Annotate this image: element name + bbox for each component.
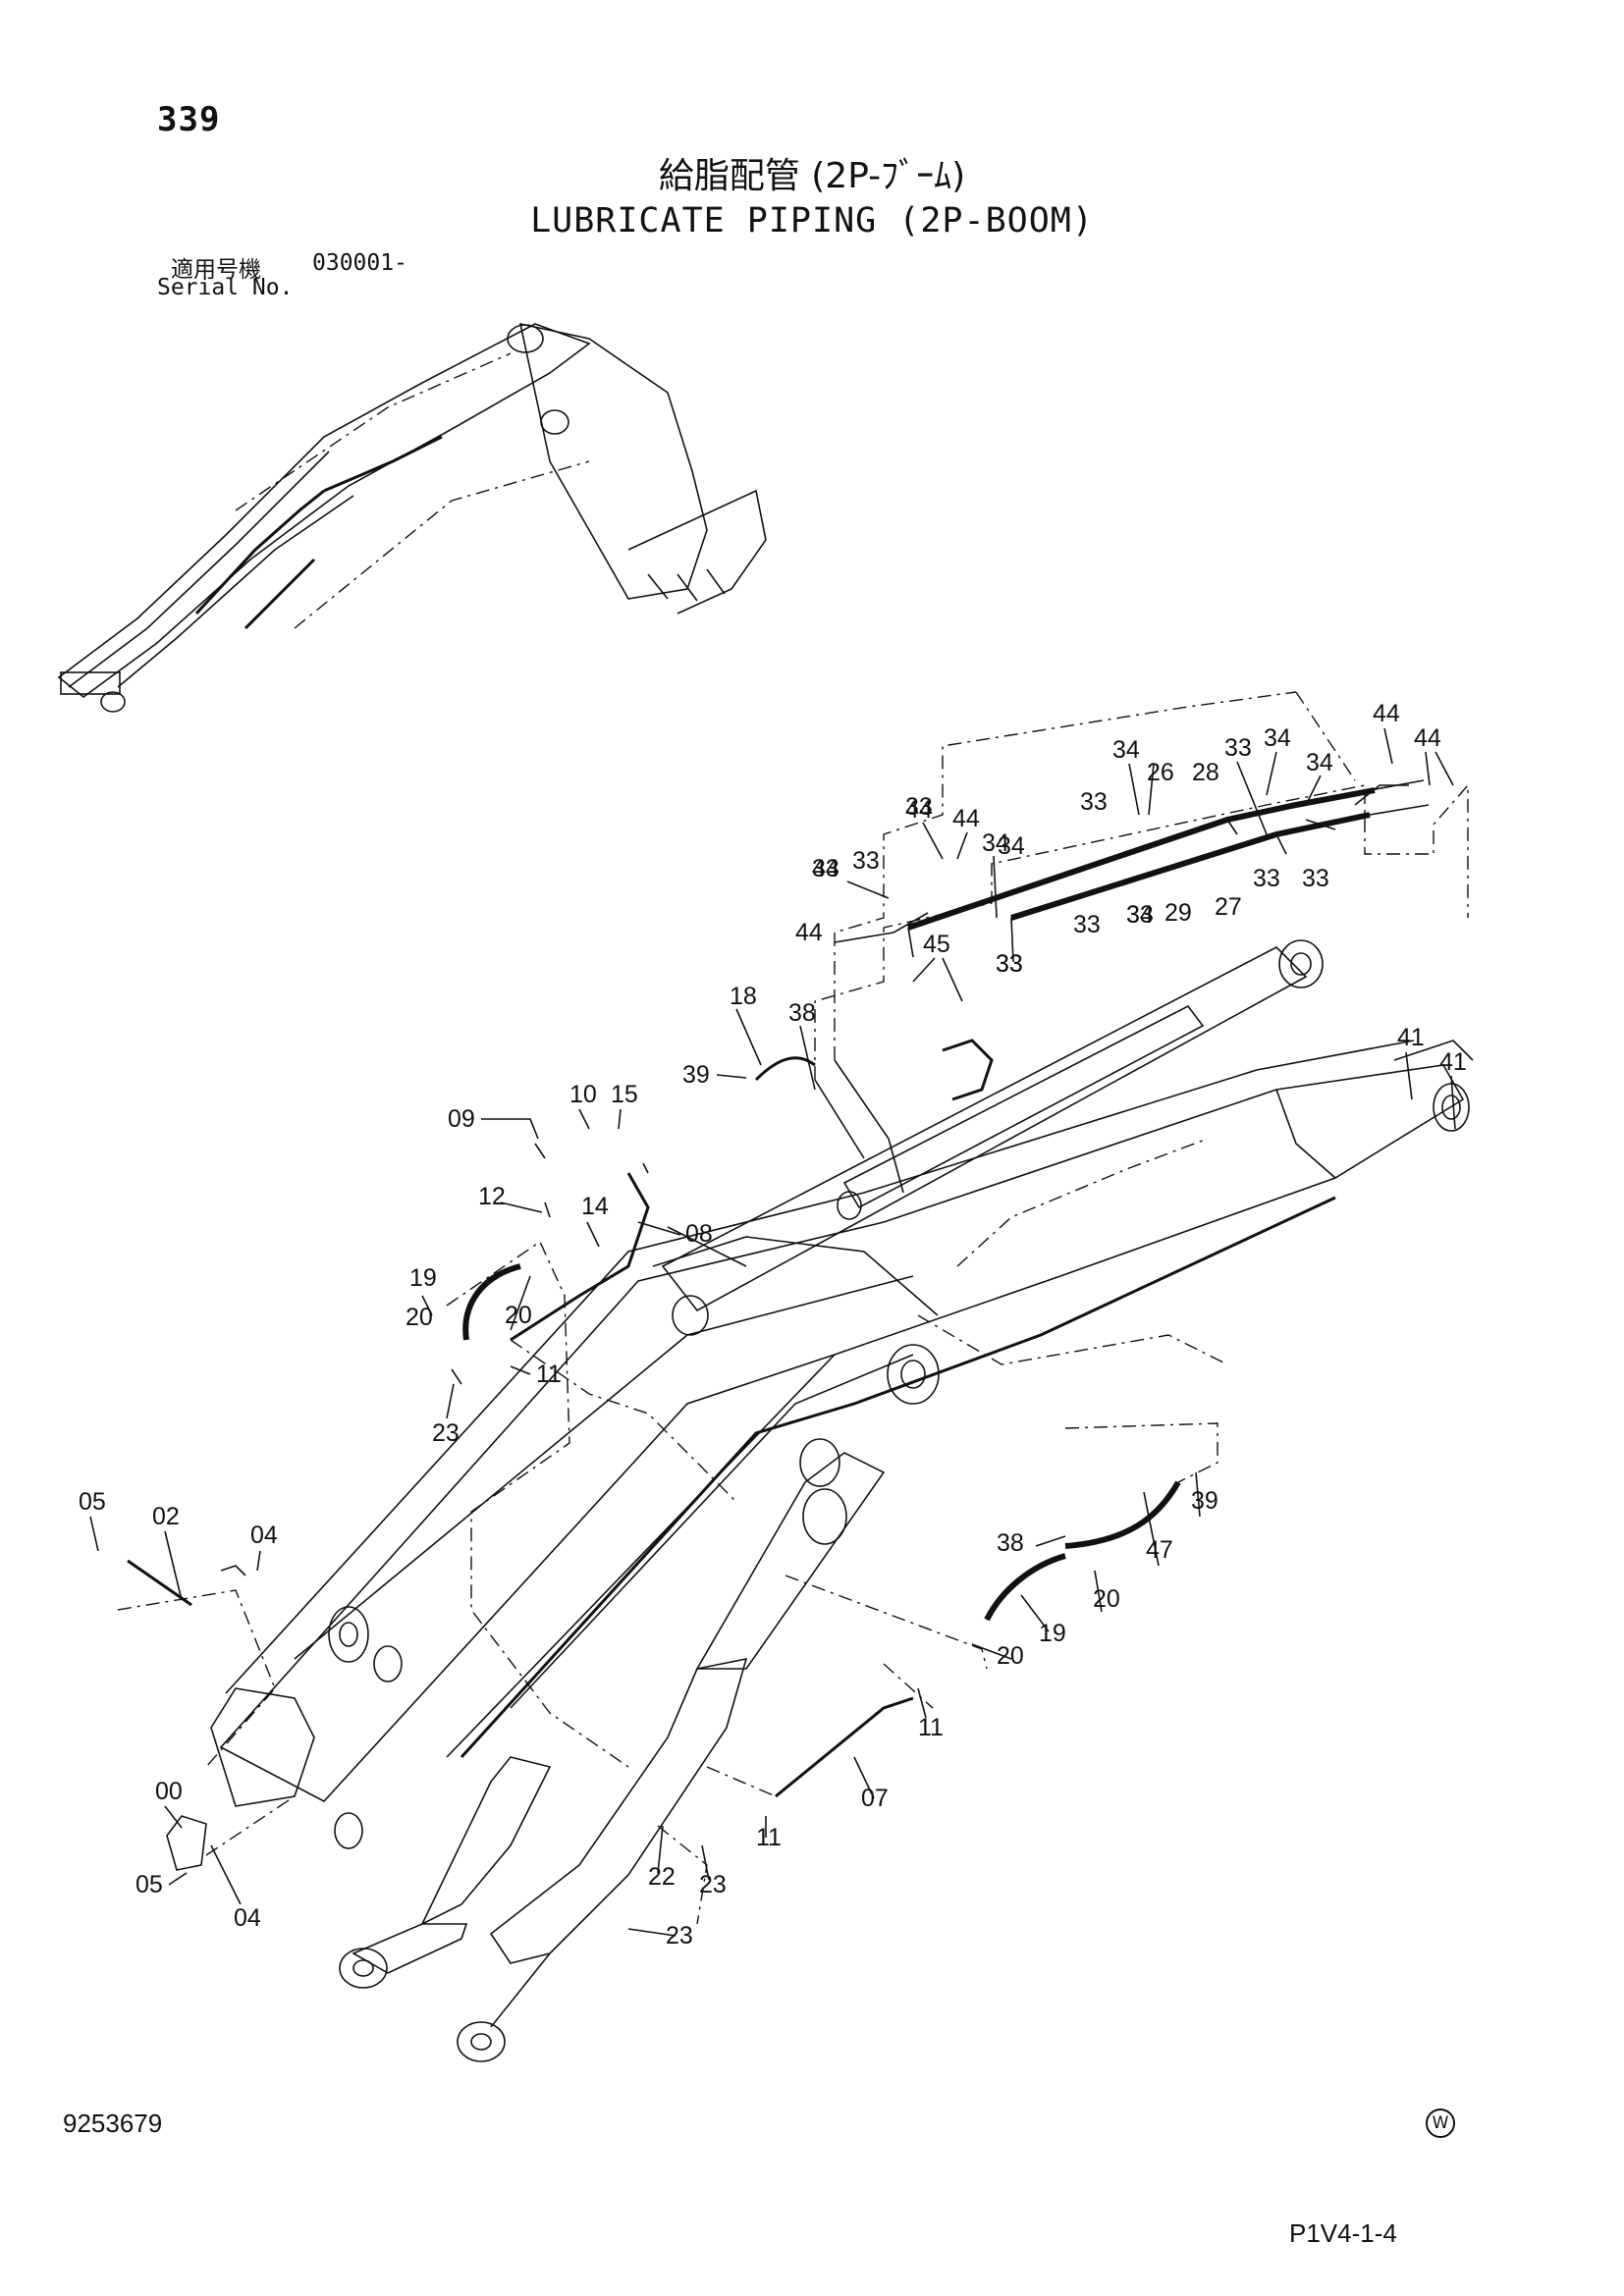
callout-label: 12 (478, 1183, 506, 1210)
callout-label: 05 (79, 1488, 106, 1516)
callout-label: 11 (918, 1714, 944, 1741)
callout-label: 44 (905, 796, 933, 824)
lower-left-group (117, 1559, 296, 1871)
callout-label: 08 (685, 1220, 713, 1248)
upper-pipe-group (754, 691, 1469, 1365)
callout-label: 23 (432, 1419, 460, 1447)
title-japanese: 給脂配管 (2P-ﾌﾞｰﾑ) (658, 156, 966, 196)
callout-label: 20 (505, 1302, 532, 1329)
callout-label: 47 (1146, 1536, 1173, 1564)
callout-label: 45 (923, 931, 950, 958)
callout-label: 10 (569, 1081, 597, 1108)
callout-label: 44 (812, 855, 839, 882)
callout-label: 15 (611, 1081, 638, 1108)
sheet-reference: P1V4-1-4 (1289, 2218, 1397, 2248)
serial-value: 030001- (312, 250, 407, 276)
callout-label: 33 (996, 950, 1023, 978)
callout-label: 26 (1147, 759, 1174, 786)
serial-label-japanese: 適用号機 (171, 257, 261, 283)
callout-label: 34 (1306, 749, 1333, 776)
callout-label: 34 (998, 832, 1025, 860)
left-pipe-group (446, 1143, 737, 1768)
title-english: LUBRICATE PIPING (2P-BOOM) (530, 201, 1094, 240)
callout-label: 33 (1073, 911, 1101, 938)
document-number: 9253679 (63, 2109, 163, 2138)
callout-label: 33 (1302, 865, 1329, 892)
overview-thumbnail (57, 322, 767, 713)
callout-label: 34 (1112, 736, 1140, 764)
callout-label: 07 (861, 1785, 889, 1812)
callout-label: 22 (648, 1863, 676, 1891)
callout-label: 33 (852, 847, 880, 875)
callout-label: 00 (155, 1778, 183, 1805)
watermark-symbol: W (1426, 2109, 1455, 2138)
callout-label: 41 (1397, 1024, 1425, 1051)
callout-label: 11 (756, 1824, 782, 1851)
callout-label: 39 (682, 1061, 710, 1089)
callout-label: 33 (1253, 865, 1280, 892)
callout-label: 14 (581, 1193, 609, 1220)
callout-label: 33 (1126, 901, 1154, 929)
leader-lines (89, 727, 1456, 1937)
callout-label: 28 (1192, 759, 1219, 786)
callout-label: 33 (1080, 788, 1108, 816)
callout-label: 09 (448, 1105, 475, 1133)
callout-label: 02 (152, 1503, 180, 1530)
callout-label: 38 (788, 999, 816, 1027)
callout-label: 33 (812, 855, 839, 882)
callout-label: 29 (1164, 899, 1192, 927)
callout-label: 44 (952, 805, 980, 832)
callout-label: 34 (1126, 901, 1154, 929)
callout-label: 20 (1093, 1585, 1120, 1613)
callout-label: 33 (905, 793, 933, 821)
callout-label: 39 (1191, 1487, 1218, 1515)
callout-label: 44 (795, 919, 823, 946)
boom-assembly (210, 939, 1474, 2062)
callout-label: 04 (250, 1522, 278, 1549)
callout-label: 05 (135, 1871, 163, 1898)
page-number: 339 (157, 100, 221, 139)
callout-label: 18 (730, 983, 757, 1010)
callout-label: 11 (536, 1361, 562, 1388)
callout-label: 34 (982, 829, 1009, 857)
callout-label: 19 (409, 1264, 437, 1292)
callout-label: 27 (1215, 893, 1242, 921)
callout-label: 44 (1414, 724, 1441, 752)
callout-label: 04 (234, 1904, 261, 1932)
callout-label: 33 (1224, 734, 1252, 762)
callout-label: 20 (997, 1642, 1024, 1670)
callout-label: 38 (997, 1529, 1024, 1557)
serial-label-english: Serial No. (157, 275, 294, 300)
lower-right-group (657, 1422, 1218, 1925)
callout-label: 33 (996, 950, 1023, 978)
callout-label: 23 (666, 1922, 693, 1949)
callout-labels: 44 44 34 33 26 28 33 34 34 44 44 34 33 3… (79, 700, 1467, 1949)
callout-label: 23 (699, 1871, 727, 1898)
callout-label: 44 (1373, 700, 1400, 727)
callout-label: 41 (1439, 1048, 1467, 1076)
callout-label: 34 (1264, 724, 1291, 752)
